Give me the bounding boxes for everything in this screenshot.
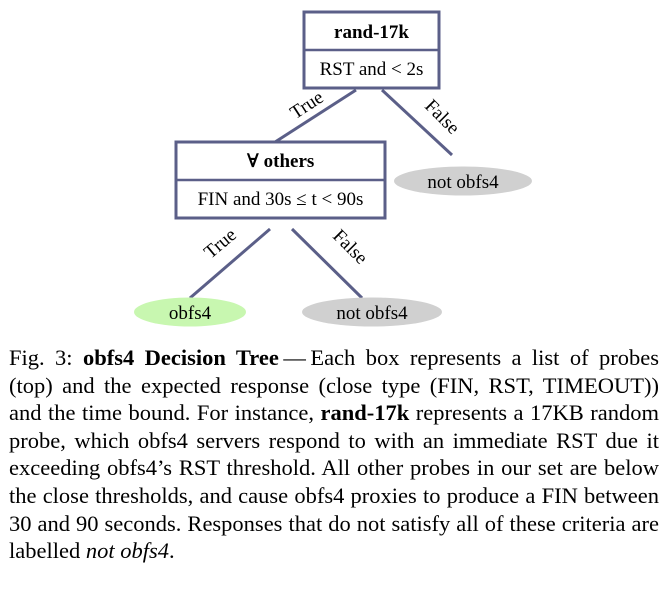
caption-text-2: represents a 17KB random probe, which ob… [9,400,659,564]
edge-label-child-true: True [200,224,240,263]
leaf-child-false: not obfs4 [302,297,442,327]
caption-title: obfs4 Decision Tree [82,345,279,370]
edge-label-child-false: False [328,226,371,269]
child-condition-label: FIN and 30s ≤ t < 90s [198,189,364,210]
edge-root-false [380,88,454,157]
leaf-child-false-label: not obfs4 [336,303,408,324]
edge-child-true [189,227,271,300]
figure-caption: Fig. 3: obfs4 Decision Tree — Each box r… [9,344,659,565]
caption-end: . [168,538,175,564]
child-probe-label: ∀ others [247,151,315,172]
root-node: rand-17k RST and < 2s [302,10,441,90]
caption-fig-label: Fig. 3: [9,345,83,370]
caption-probe-name: rand-17k [320,400,410,426]
leaf-child-true-label: obfs4 [169,303,212,324]
decision-tree-diagram: True False True False rand-17k RST and <… [134,10,532,327]
root-condition-label: RST and < 2s [320,59,424,80]
child-node: ∀ others FIN and 30s ≤ t < 90s [174,140,387,220]
edge-child-false [290,227,364,300]
caption-not-obfs4: not obfs4 [85,538,169,564]
leaf-child-true: obfs4 [134,297,246,327]
leaf-root-false-label: not obfs4 [427,172,499,193]
caption-text-1: Each box represents a list of probes (to… [9,345,659,426]
edge-label-root-true: True [287,87,328,124]
caption-dash: — [278,345,311,370]
root-probe-label: rand-17k [334,22,409,43]
leaf-root-false: not obfs4 [394,166,532,196]
